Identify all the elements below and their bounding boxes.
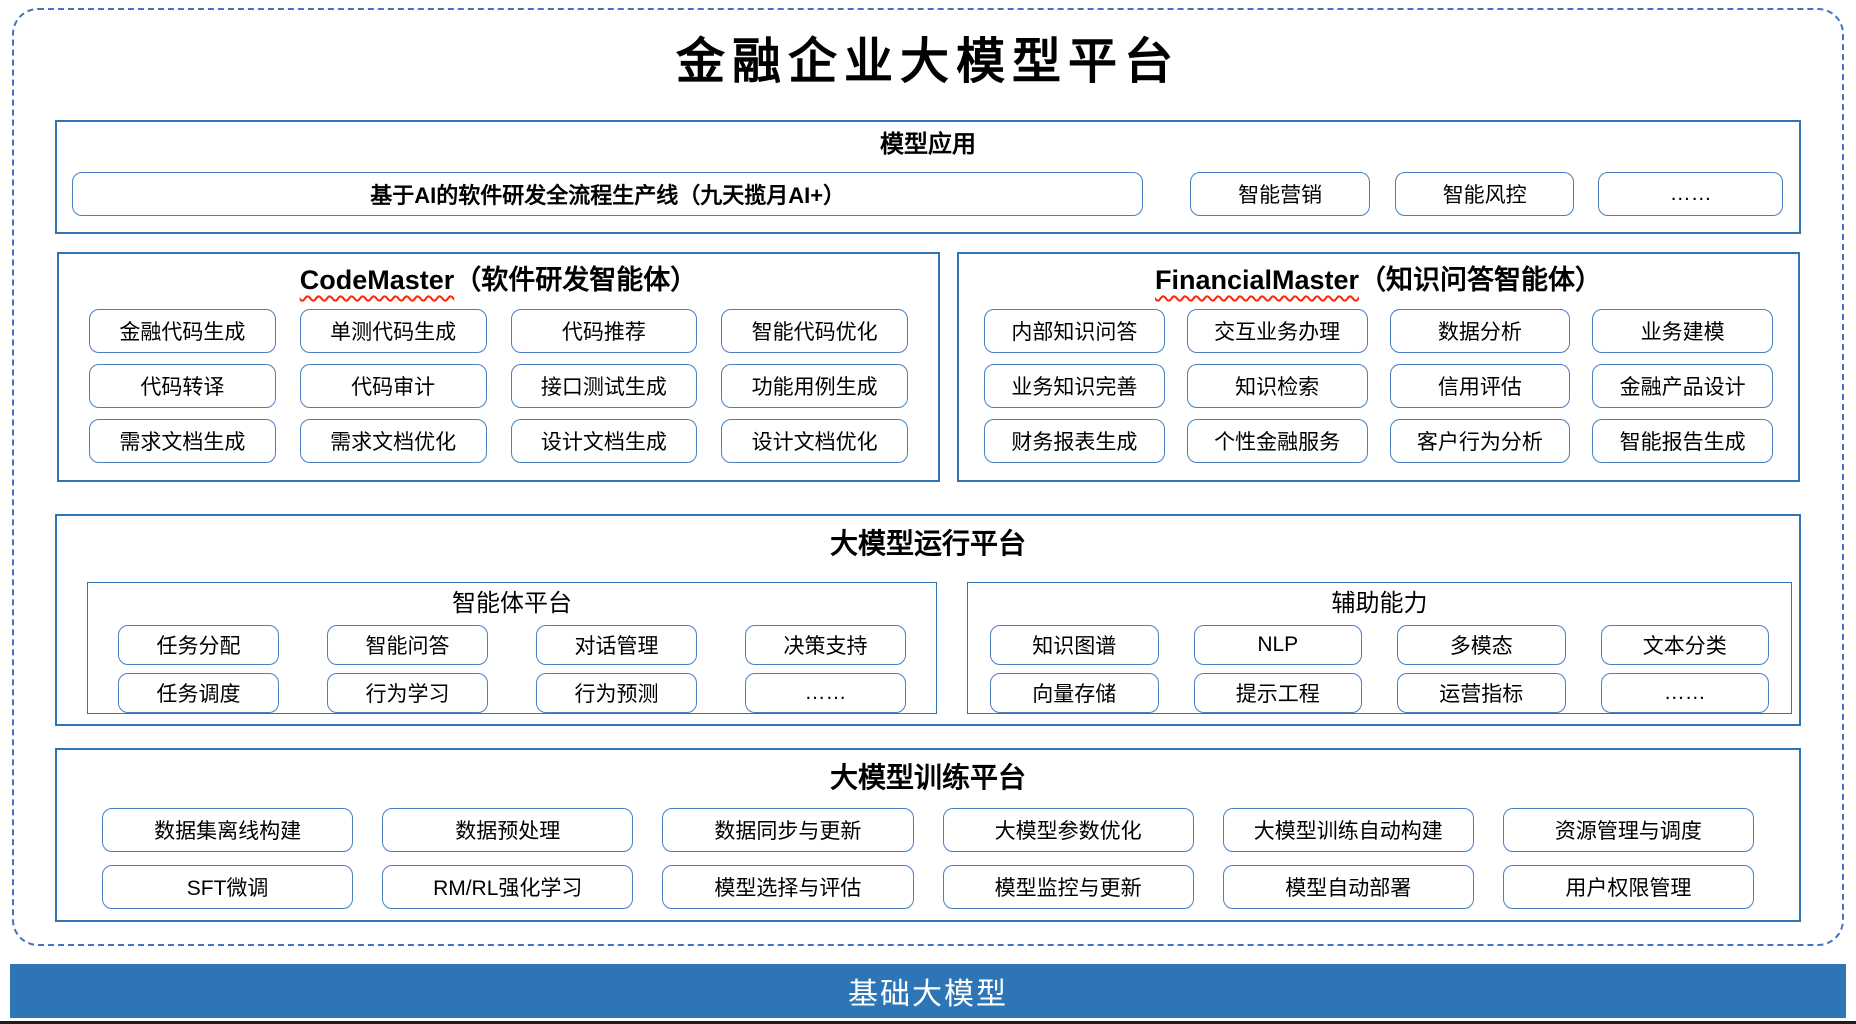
capability-chip: 业务建模 — [1592, 309, 1773, 353]
model-application-row: 基于AI的软件研发全流程生产线（九天揽月AI+） 智能营销 智能风控 …… — [72, 172, 1784, 216]
codemaster-subtitle: （软件研发智能体） — [454, 265, 698, 295]
capability-chip: 智能报告生成 — [1592, 419, 1773, 463]
capability-chip: SFT微调 — [102, 865, 354, 909]
capability-chip: 智能代码优化 — [721, 309, 908, 353]
capability-chip: 金融产品设计 — [1592, 364, 1773, 408]
capability-chip: 金融代码生成 — [89, 309, 276, 353]
codemaster-capability-grid: 金融代码生成单测代码生成代码推荐智能代码优化代码转译代码审计接口测试生成功能用例… — [59, 309, 938, 463]
capability-chip: 行为预测 — [536, 673, 697, 713]
capability-chip: 任务分配 — [118, 625, 279, 665]
capability-chip: 决策支持 — [745, 625, 906, 665]
capability-chip: 单测代码生成 — [299, 309, 487, 353]
capability-chip: …… — [1600, 673, 1769, 713]
capability-chip: 对话管理 — [536, 625, 697, 665]
capability-chip: 知识图谱 — [990, 625, 1159, 665]
agent-platform-header: 智能体平台 — [452, 590, 572, 617]
capability-chip: 模型自动部署 — [1222, 865, 1474, 909]
capability-chip: 交互业务办理 — [1186, 309, 1368, 353]
capability-chip: RM/RL强化学习 — [382, 865, 634, 909]
ai-pipeline-chip: 基于AI的软件研发全流程生产线（九天揽月AI+） — [72, 172, 1144, 216]
financialmaster-name: FinancialMaster — [1154, 265, 1360, 295]
capability-chip: 内部知识问答 — [984, 309, 1165, 353]
capability-chip: 智能营销 — [1190, 172, 1370, 216]
capability-chip: 运营指标 — [1397, 673, 1566, 713]
bottom-edge-line — [0, 1021, 1856, 1024]
capability-chip: 模型监控与更新 — [942, 865, 1194, 909]
capability-chip: 需求文档生成 — [89, 419, 276, 463]
capability-chip: 智能风控 — [1394, 172, 1575, 216]
capability-chip: 文本分类 — [1600, 625, 1769, 665]
capability-chip: 客户行为分析 — [1389, 419, 1571, 463]
section-codemaster-agent: CodeMaster（软件研发智能体） 金融代码生成单测代码生成代码推荐智能代码… — [57, 252, 940, 482]
diagram-title: 金融企业大模型平台 — [675, 32, 1180, 90]
capability-chip: 设计文档优化 — [721, 419, 908, 463]
financialmaster-subtitle: （知识问答智能体） — [1359, 265, 1603, 295]
financialmaster-header: FinancialMaster（知识问答智能体） — [959, 254, 1798, 298]
runtime-platform-header: 大模型运行平台 — [829, 528, 1026, 559]
codemaster-header: CodeMaster（软件研发智能体） — [59, 254, 938, 298]
capability-chip: 代码推荐 — [510, 309, 698, 353]
capability-chip: 大模型参数优化 — [942, 808, 1194, 852]
capability-chip: 用户权限管理 — [1502, 865, 1754, 909]
capability-chip: 模型选择与评估 — [662, 865, 914, 909]
auxiliary-capability-group: 辅助能力 知识图谱 NLP 多模态文本分类向量存储提示工程运营指标 …… — [967, 582, 1792, 714]
capability-chip: 个性金融服务 — [1186, 419, 1368, 463]
section-training-platform: 大模型训练平台 数据集离线构建数据预处理数据同步与更新大模型参数优化大模型训练自… — [55, 748, 1801, 922]
capability-chip: …… — [745, 673, 906, 713]
capability-chip: 代码转译 — [89, 364, 276, 408]
capability-chip: 行为学习 — [327, 673, 488, 713]
auxiliary-capability-header: 辅助能力 — [1331, 590, 1428, 617]
capability-chip: 多模态 — [1397, 625, 1566, 665]
capability-chip: 大模型训练自动构建 — [1222, 808, 1474, 852]
capability-chip: 任务调度 — [118, 673, 279, 713]
section-financialmaster-agent: FinancialMaster（知识问答智能体） 内部知识问答交互业务办理数据分… — [957, 252, 1800, 482]
model-application-header: 模型应用 — [880, 131, 976, 158]
capability-chip: 代码审计 — [299, 364, 487, 408]
capability-chip: 信用评估 — [1389, 364, 1571, 408]
agent-platform-grid: 任务分配 智能问答 对话管理 决策支持任务调度 行为学习 行为预测 …… — [88, 625, 936, 713]
capability-chip: 数据预处理 — [382, 808, 634, 852]
capability-chip: 设计文档生成 — [510, 419, 698, 463]
capability-chip: 知识检索 — [1186, 364, 1368, 408]
training-platform-grid: 数据集离线构建数据预处理数据同步与更新大模型参数优化大模型训练自动构建资源管理与… — [57, 808, 1799, 909]
auxiliary-capability-grid: 知识图谱 NLP 多模态文本分类向量存储提示工程运营指标 …… — [968, 625, 1791, 713]
capability-chip: 业务知识完善 — [984, 364, 1165, 408]
capability-chip: 数据同步与更新 — [662, 808, 914, 852]
codemaster-name: CodeMaster — [299, 265, 455, 295]
capability-chip: 财务报表生成 — [984, 419, 1165, 463]
financialmaster-capability-grid: 内部知识问答交互业务办理数据分析业务建模业务知识完善知识检索信用评估金融产品设计… — [959, 309, 1798, 463]
capability-chip: 数据集离线构建 — [102, 808, 354, 852]
capability-chip: 提示工程 — [1193, 673, 1362, 713]
capability-chip: 接口测试生成 — [510, 364, 698, 408]
capability-chip: …… — [1598, 172, 1784, 216]
section-runtime-platform: 大模型运行平台 智能体平台 任务分配 智能问答 对话管理 决策支持任务调度 行为学习 行为… — [55, 514, 1801, 726]
capability-chip: 智能问答 — [327, 625, 488, 665]
capability-chip: 需求文档优化 — [299, 419, 487, 463]
training-platform-header: 大模型训练平台 — [829, 762, 1026, 793]
capability-chip: NLP — [1193, 625, 1362, 665]
capability-chip: 数据分析 — [1389, 309, 1571, 353]
section-model-application: 模型应用 基于AI的软件研发全流程生产线（九天揽月AI+） 智能营销 智能风控 … — [55, 120, 1801, 234]
capability-chip: 资源管理与调度 — [1502, 808, 1754, 852]
capability-chip: 功能用例生成 — [721, 364, 908, 408]
capability-chip: 向量存储 — [990, 673, 1159, 713]
diagram-dashed-border — [12, 8, 1844, 946]
agent-platform-group: 智能体平台 任务分配 智能问答 对话管理 决策支持任务调度 行为学习 行为预测 …… — [87, 582, 937, 714]
foundation-model-bar: 基础大模型 — [10, 964, 1846, 1018]
